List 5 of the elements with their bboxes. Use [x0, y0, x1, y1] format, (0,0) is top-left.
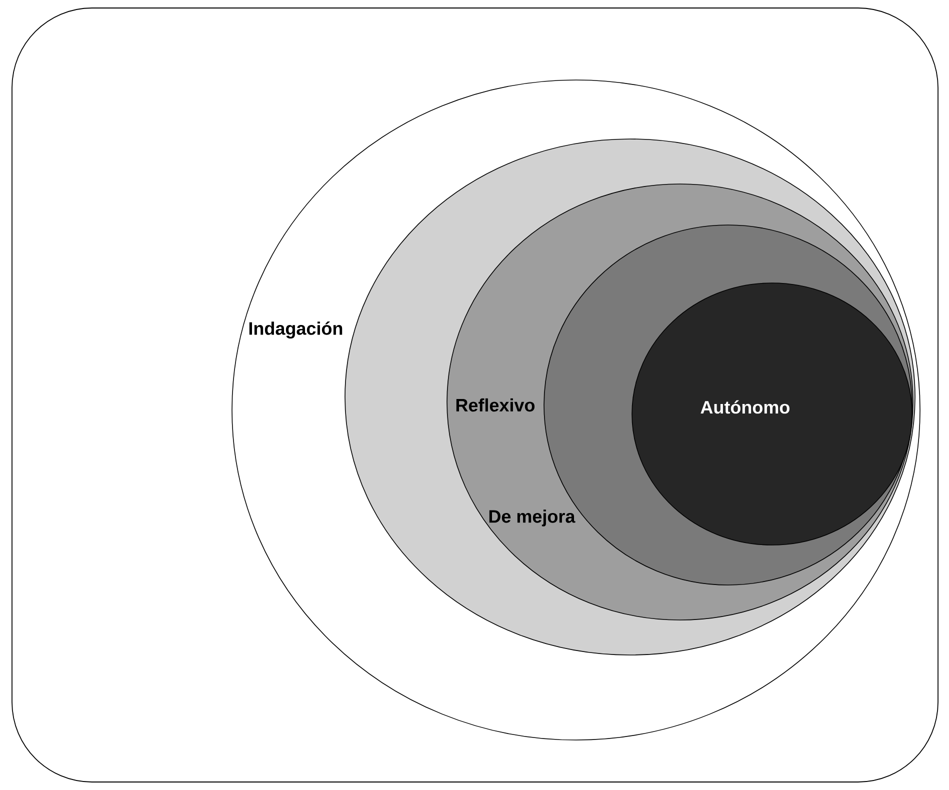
- ellipse-label: Indagación: [249, 321, 342, 338]
- ellipse: [632, 282, 912, 546]
- ellipse-label: Autónomo: [700, 400, 790, 414]
- ellipse-label: De mejora: [489, 510, 576, 526]
- ellipse-label: Reflexivo: [456, 398, 535, 412]
